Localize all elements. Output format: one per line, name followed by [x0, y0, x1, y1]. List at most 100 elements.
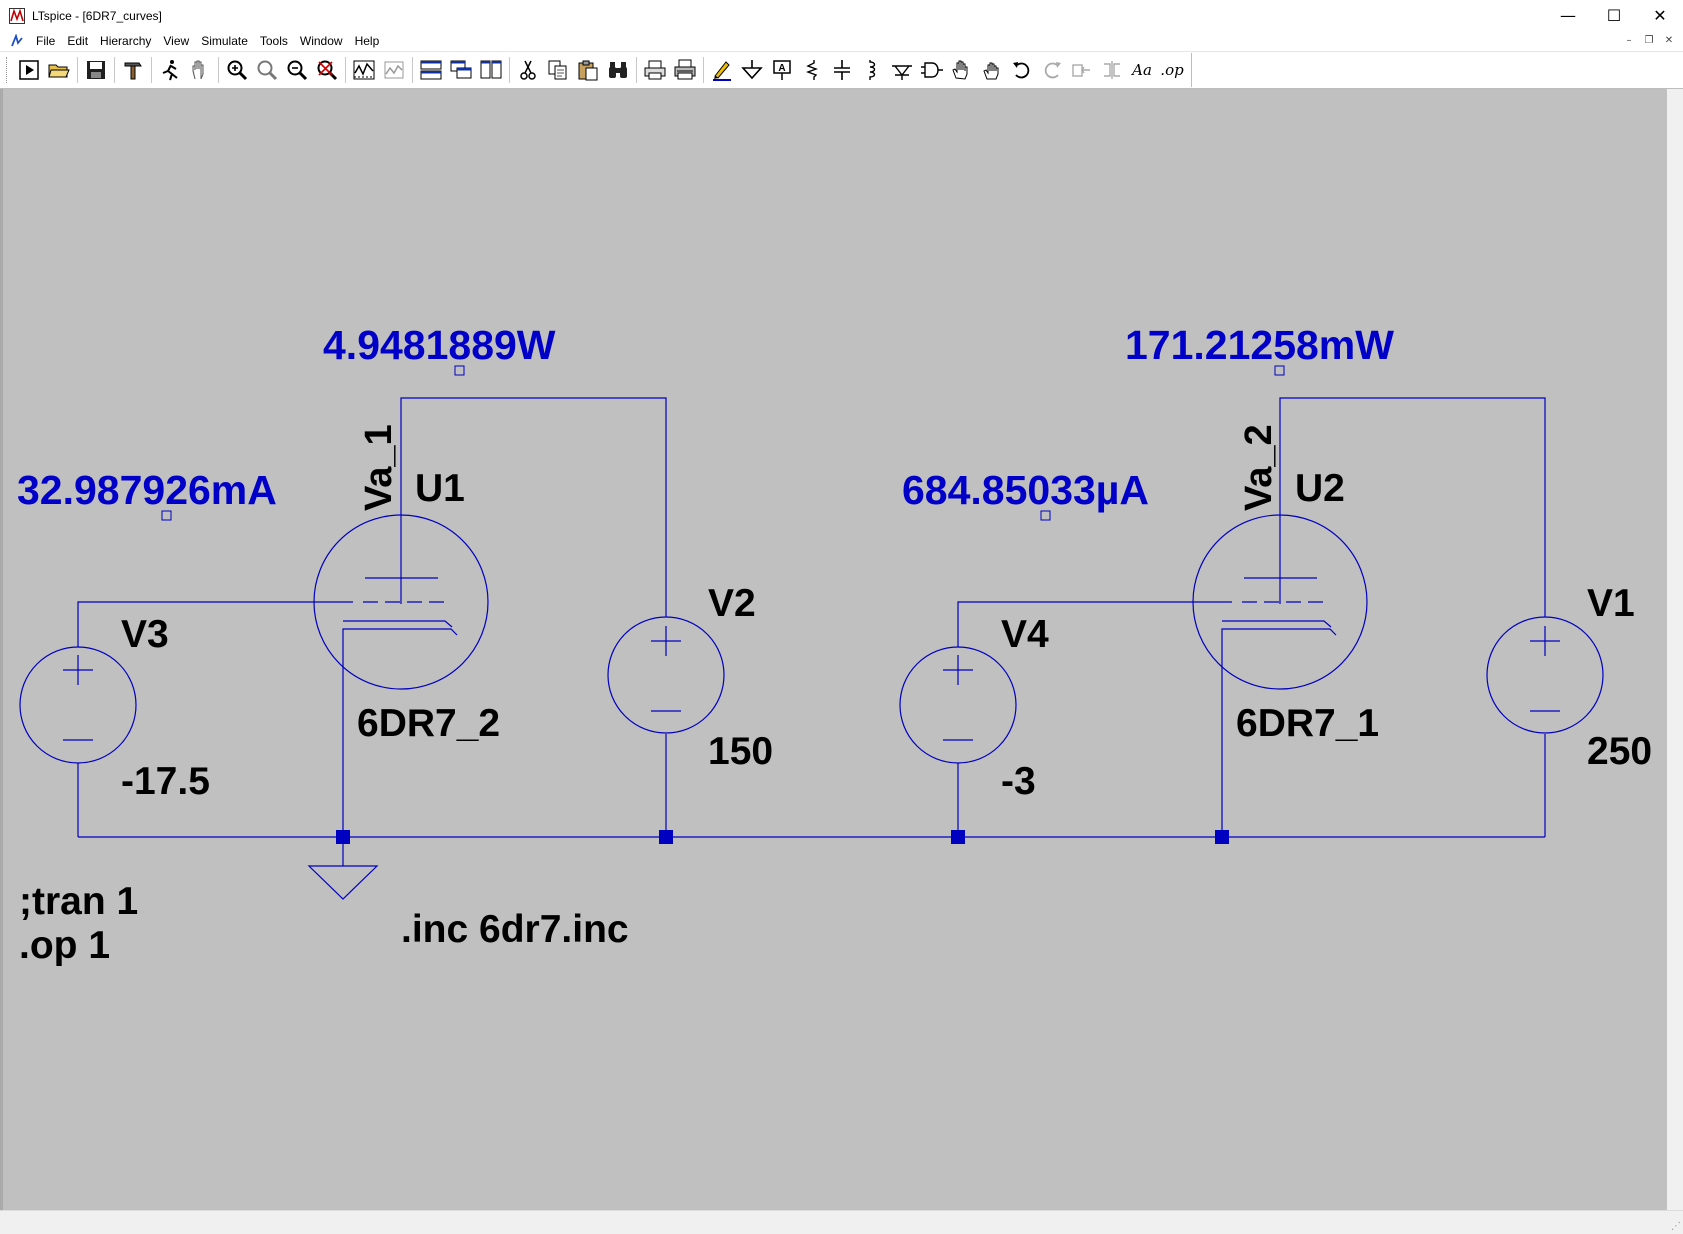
- net-label-va2[interactable]: Va_2: [1238, 424, 1280, 511]
- readout-anchor[interactable]: [1274, 365, 1285, 376]
- current-readout-v4[interactable]: 684.85033µA: [902, 467, 1149, 513]
- menu-view[interactable]: View: [163, 34, 190, 48]
- tile-vertical-button[interactable]: [476, 55, 506, 85]
- cascade-icon: [450, 60, 472, 79]
- document-minimize-button[interactable]: –: [1626, 34, 1632, 46]
- junction-dot[interactable]: [336, 830, 350, 844]
- cascade-windows-button[interactable]: [446, 55, 476, 85]
- menu-hierarchy[interactable]: Hierarchy: [100, 34, 152, 48]
- zoom-full-button[interactable]: [252, 55, 282, 85]
- drag-button[interactable]: [977, 55, 1007, 85]
- vacuum-tube-u2[interactable]: [1192, 514, 1368, 690]
- plot-settings-button[interactable]: [349, 55, 379, 85]
- wire-grid-u2[interactable]: [957, 601, 1232, 647]
- horizontal-scrollbar[interactable]: ⋰: [0, 1210, 1683, 1234]
- value-v1[interactable]: 250: [1587, 730, 1652, 773]
- place-diode-button[interactable]: [887, 55, 917, 85]
- voltage-source-v1[interactable]: [1486, 616, 1604, 734]
- cut-button[interactable]: [513, 55, 543, 85]
- readout-anchor[interactable]: [161, 510, 172, 521]
- spice-directive-button[interactable]: .op: [1157, 55, 1187, 85]
- voltage-source-v3[interactable]: [19, 646, 137, 764]
- current-readout-v3[interactable]: 32.987926mA: [17, 467, 277, 513]
- pan-button[interactable]: [185, 55, 215, 85]
- zoom-in-button[interactable]: [222, 55, 252, 85]
- menu-window[interactable]: Window: [299, 34, 343, 48]
- minimize-button[interactable]: —: [1560, 6, 1576, 25]
- mirror-icon: [1104, 61, 1120, 79]
- readout-anchor[interactable]: [1040, 510, 1051, 521]
- halt-simulation-button[interactable]: [155, 55, 185, 85]
- vertical-scrollbar[interactable]: [1667, 89, 1683, 1210]
- print-button[interactable]: [640, 55, 670, 85]
- toolbar-grip[interactable]: [6, 57, 10, 83]
- save-button[interactable]: [81, 55, 111, 85]
- voltage-source-v4[interactable]: [899, 646, 1017, 764]
- paste-button[interactable]: [573, 55, 603, 85]
- zoom-cancel-button[interactable]: [312, 55, 342, 85]
- menu-help[interactable]: Help: [354, 34, 380, 48]
- menu-edit[interactable]: Edit: [67, 34, 89, 48]
- power-readout-u1[interactable]: 4.9481889W: [323, 322, 556, 368]
- tile-horizontal-button[interactable]: [416, 55, 446, 85]
- label-net-button[interactable]: A: [767, 55, 797, 85]
- ref-u2[interactable]: U2: [1295, 467, 1345, 510]
- value-v4[interactable]: -3: [1001, 760, 1036, 803]
- ref-v2[interactable]: V2: [708, 582, 756, 625]
- place-capacitor-button[interactable]: [827, 55, 857, 85]
- directive-tran[interactable]: ;tran 1: [19, 880, 138, 923]
- wire-plate-u2[interactable]: [1279, 397, 1546, 617]
- redo-button[interactable]: [1037, 55, 1067, 85]
- menu-simulate[interactable]: Simulate: [201, 34, 248, 48]
- find-button[interactable]: [603, 55, 633, 85]
- menu-file[interactable]: File: [36, 34, 56, 48]
- value-v3[interactable]: -17.5: [121, 760, 210, 803]
- print-setup-button[interactable]: [670, 55, 700, 85]
- net-label-va1[interactable]: Va_1: [358, 424, 400, 511]
- control-panel-button[interactable]: [118, 55, 148, 85]
- wire-plate-u1[interactable]: [400, 397, 667, 617]
- mirror-button[interactable]: [1097, 55, 1127, 85]
- directive-op[interactable]: .op 1: [19, 924, 110, 967]
- model-u1[interactable]: 6DR7_2: [357, 702, 500, 745]
- inductor-icon: [869, 60, 876, 80]
- junction-dot[interactable]: [659, 830, 673, 844]
- power-readout-u2[interactable]: 171.21258mW: [1125, 322, 1394, 368]
- place-ground-button[interactable]: [737, 55, 767, 85]
- zoom-out-button[interactable]: [282, 55, 312, 85]
- ref-u1[interactable]: U1: [415, 467, 465, 510]
- ref-v1[interactable]: V1: [1587, 582, 1635, 625]
- schematic-drawing[interactable]: 4.9481889W 32.987926mA 171.21258mW 684.8…: [3, 89, 1667, 1210]
- model-u2[interactable]: 6DR7_1: [1236, 702, 1379, 745]
- junction-dot[interactable]: [1215, 830, 1229, 844]
- ref-v3[interactable]: V3: [121, 613, 169, 656]
- menu-tools[interactable]: Tools: [259, 34, 288, 48]
- rotate-button[interactable]: [1067, 55, 1097, 85]
- ref-v4[interactable]: V4: [1001, 613, 1049, 656]
- draw-wire-button[interactable]: [707, 55, 737, 85]
- copy-button[interactable]: [543, 55, 573, 85]
- run-button[interactable]: [14, 55, 44, 85]
- text-button[interactable]: Aa: [1127, 55, 1157, 85]
- ground-icon[interactable]: [307, 865, 379, 900]
- place-inductor-button[interactable]: [857, 55, 887, 85]
- value-v2[interactable]: 150: [708, 730, 773, 773]
- place-component-button[interactable]: [917, 55, 947, 85]
- wire-grid-u1[interactable]: [77, 601, 353, 647]
- undo-button[interactable]: [1007, 55, 1037, 85]
- add-trace-button[interactable]: [379, 55, 409, 85]
- vacuum-tube-u1[interactable]: [313, 514, 489, 690]
- schematic-canvas[interactable]: 4.9481889W 32.987926mA 171.21258mW 684.8…: [0, 89, 1667, 1210]
- open-button[interactable]: [44, 55, 74, 85]
- document-close-button[interactable]: ✕: [1664, 34, 1674, 46]
- readout-anchor[interactable]: [454, 365, 465, 376]
- maximize-button[interactable]: ☐: [1606, 6, 1622, 25]
- move-button[interactable]: [947, 55, 977, 85]
- junction-dot[interactable]: [951, 830, 965, 844]
- resize-grip-icon[interactable]: ⋰: [1671, 1221, 1681, 1232]
- directive-inc[interactable]: .inc 6dr7.inc: [401, 908, 629, 951]
- place-resistor-button[interactable]: [797, 55, 827, 85]
- voltage-source-v2[interactable]: [607, 616, 725, 734]
- document-restore-button[interactable]: ❐: [1644, 34, 1654, 46]
- close-button[interactable]: ✕: [1653, 6, 1667, 25]
